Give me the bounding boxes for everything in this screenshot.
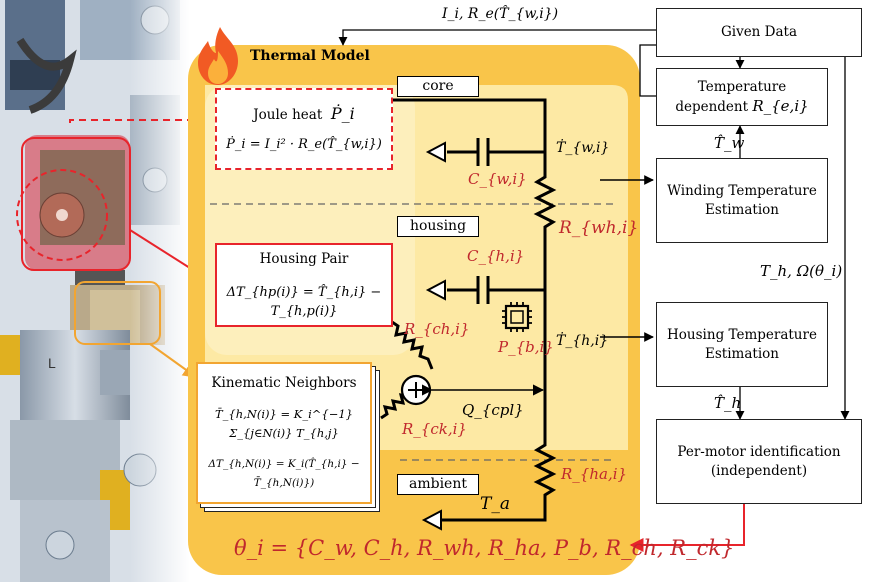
label-rch: R_{ch,i} <box>404 320 470 338</box>
theta-parameters: θ_i = {C_w, C_h, R_wh, R_ha, P_b, R_ch, … <box>234 536 735 560</box>
inputs-top-label: I_i, R_e(T̂_{w,i}) <box>442 6 559 22</box>
label-qcpl: Q_{cpl} <box>462 401 524 419</box>
label-ta: T_a <box>480 494 510 514</box>
flame-icon <box>198 27 238 85</box>
edge-th-omega: T_h, Ω(θ_i) <box>760 262 843 280</box>
edge-tw-hat: T̂_w <box>714 134 745 152</box>
joule-formula: Ṗ_i = I_i² · R_e(T̂_{w,i}) <box>226 137 382 152</box>
label-pb: P_{b,i} <box>498 338 554 356</box>
per-motor-identification-block: Per-motor identification (independent) <box>656 419 862 504</box>
robot-leg-image: L <box>0 0 190 582</box>
label-cw: C_{w,i} <box>468 170 527 188</box>
label-rck: R_{ck,i} <box>402 420 467 438</box>
joule-heat-box: Joule heat Ṗ_i Ṗ_i = I_i² · R_e(T̂_{w,i}… <box>215 88 393 170</box>
kinematic-neighbors-box: Kinematic Neighbors T̄_{h,N(i)} = K_i^{−… <box>196 362 372 504</box>
edge-th-hat: T̂_h <box>714 394 742 412</box>
housing-pair-formula: ΔT_{hp(i)} = T̂_{h,i} − T_{h,p(i)} <box>226 284 382 319</box>
section-housing: housing <box>397 216 479 237</box>
motor-highlight <box>21 137 131 271</box>
cw-ground <box>425 141 446 163</box>
resistor-rch <box>391 320 434 370</box>
perm-line2: (independent) <box>710 462 808 479</box>
joint-highlight <box>74 281 161 345</box>
ch-ground <box>425 279 446 301</box>
motor-dashed-circle <box>16 169 108 261</box>
housing-line1: Housing Temperature <box>667 326 817 343</box>
winding-line2: Estimation <box>705 201 779 218</box>
thermal-model-title: Thermal Model <box>250 48 370 64</box>
label-ch: C_{h,i} <box>467 247 525 265</box>
joule-title: Joule heat <box>253 107 323 123</box>
kinematic-formula-2: ΔT_{h,N(i)} = K_i(T̂_{h,i} − T̄_{h,N(i)}… <box>208 457 360 489</box>
chip-icon <box>502 302 532 332</box>
perm-line1: Per-motor identification <box>677 443 841 460</box>
given-data-label: Given Data <box>720 24 798 40</box>
housing-line2: Estimation <box>705 345 779 362</box>
label-th-dot: Ṫ_{h,i} <box>556 333 609 349</box>
label-tw-dot: Ṫ_{w,i} <box>556 140 610 156</box>
resistor-rha <box>533 440 557 503</box>
label-rha: R_{ha,i} <box>561 465 628 483</box>
joule-arrow <box>69 113 215 127</box>
resistor-rwh <box>533 165 557 237</box>
section-core: core <box>397 76 479 97</box>
kinematic-title: Kinematic Neighbors <box>211 374 357 391</box>
section-ambient: ambient <box>397 474 479 495</box>
svg-text:L: L <box>48 355 56 371</box>
joule-symbol: Ṗ_i <box>330 104 355 123</box>
given-data-block: Given Data <box>656 8 862 57</box>
temperature-dependent-block: Temperature dependent R_{e,i} <box>656 68 828 126</box>
label-rwh: R_{wh,i} <box>559 218 639 238</box>
temp-dep-line2: dependent <box>675 98 749 115</box>
winding-line1: Winding Temperature <box>667 182 817 199</box>
winding-estimation-block: Winding Temperature Estimation <box>656 158 828 243</box>
housing-estimation-block: Housing Temperature Estimation <box>656 302 828 387</box>
kinematic-formula-1: T̄_{h,N(i)} = K_i^{−1} Σ_{j∈N(i)} T_{h,j… <box>214 406 354 440</box>
housing-pair-box: Housing Pair ΔT_{hp(i)} = T̂_{h,i} − T_{… <box>215 243 393 327</box>
housing-pair-title: Housing Pair <box>259 250 349 267</box>
feedback-arrow <box>629 504 745 552</box>
temp-dep-symbol: R_{e,i} <box>752 96 809 115</box>
temp-dep-line1: Temperature <box>697 78 787 95</box>
